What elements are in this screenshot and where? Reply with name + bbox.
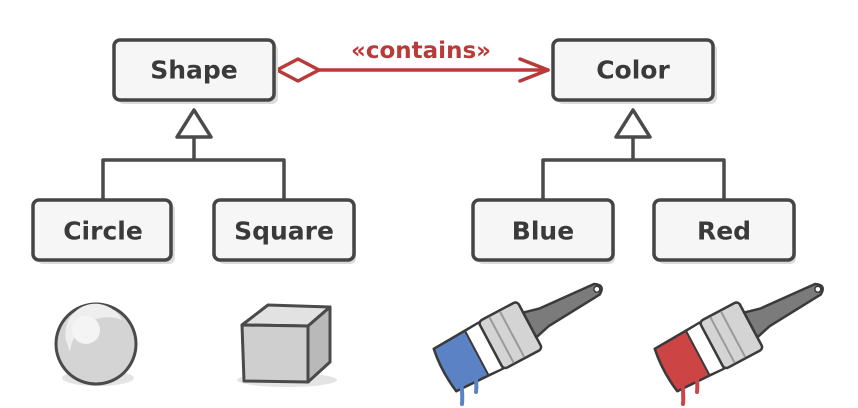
blue-node-label: Blue [512,217,574,246]
square-node: Square [212,198,356,264]
square-node-label: Square [234,217,334,246]
blue-node: Blue [471,198,615,264]
contains-association: «contains» [275,38,550,83]
cube-icon [237,303,337,387]
contains-label: «contains» [351,38,491,64]
circle-node: Circle [31,198,175,264]
red-node-label: Red [697,217,751,246]
blue-paintbrush-icon [432,282,603,406]
color-node-label: Color [596,56,670,85]
color-generalization-arrow [614,108,652,139]
circle-node-label: Circle [63,217,143,246]
color-node: Color [551,38,717,104]
association-arrowhead [518,57,550,83]
sphere-icon [54,302,138,386]
shape-inheritance-edges [101,108,286,200]
shape-node-label: Shape [150,56,238,85]
shape-generalization-arrow [175,108,213,139]
color-inheritance-edges [541,108,726,200]
shape-node: Shape [112,38,278,104]
aggregation-diamond [275,57,321,83]
red-node: Red [652,198,796,264]
red-paintbrush-icon [653,282,824,406]
